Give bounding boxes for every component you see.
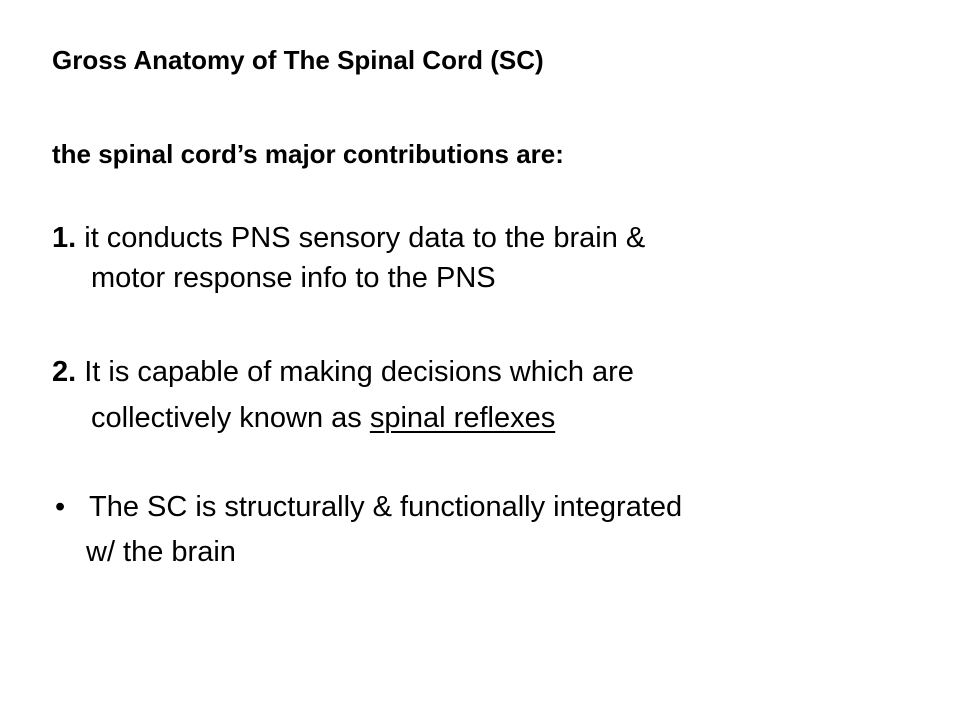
bullet-text-line-2: w/ the brain (86, 536, 236, 568)
slide-subtitle: the spinal cord’s major contributions ar… (52, 139, 564, 169)
point-2-number: 2. (52, 356, 77, 388)
point-2-line-1: 2. It is capable of making decisions whi… (52, 358, 634, 387)
bullet-text-line-1: The SC is structurally & functionally in… (89, 491, 683, 523)
bullet-icon: • (55, 491, 66, 523)
bullet-item: • The SC is structurally & functionally i… (55, 493, 682, 522)
point-1-number: 1. (52, 222, 77, 254)
spinal-reflexes-term: spinal reflexes (369, 402, 556, 434)
point-1-line-1: 1. it conducts PNS sensory data to the b… (52, 224, 645, 253)
point-1-text: it conducts PNS sensory data to the brai… (84, 222, 646, 254)
point-2-line-2-prefix: collectively known as (91, 402, 370, 434)
point-2-text: It is capable of making decisions which … (84, 356, 634, 388)
point-1-line-2: motor response info to the PNS (91, 262, 496, 294)
slide-title: Gross Anatomy of The Spinal Cord (SC) (52, 45, 544, 75)
point-2-line-2: collectively known as spinal reflexes (91, 404, 555, 433)
